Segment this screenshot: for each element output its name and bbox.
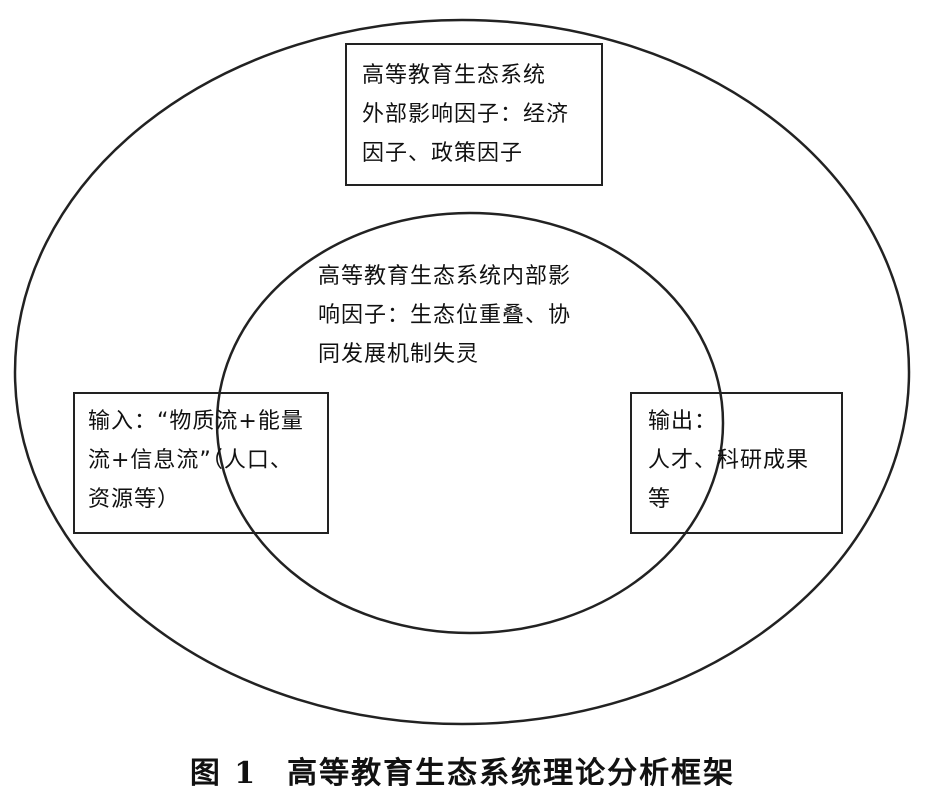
figure-number: 图 1 [189, 756, 258, 791]
output-box [630, 392, 843, 534]
inner-ellipse [215, 211, 725, 635]
input-text: 输入：“物质流+能量 流+信息流”（人口、 资源等） [88, 409, 304, 512]
ecosystem-diagram [13, 18, 911, 726]
input-box [73, 392, 329, 534]
external-factors-text: 高等教育生态系统 外部影响因子：经济 因子、政策因子 [362, 63, 570, 166]
internal-factors-text: 高等教育生态系统内部影 响因子：生态位重叠、协 同发展机制失灵 [318, 264, 572, 367]
external-factors-box [345, 43, 603, 186]
output-text: 输出： 人才、科研成果 等 [648, 409, 810, 512]
figure-title: 高等教育生态系统理论分析框架 [287, 756, 736, 791]
outer-ellipse [13, 18, 911, 726]
figure-caption: 图 1 高等教育生态系统理论分析框架 [0, 748, 925, 792]
